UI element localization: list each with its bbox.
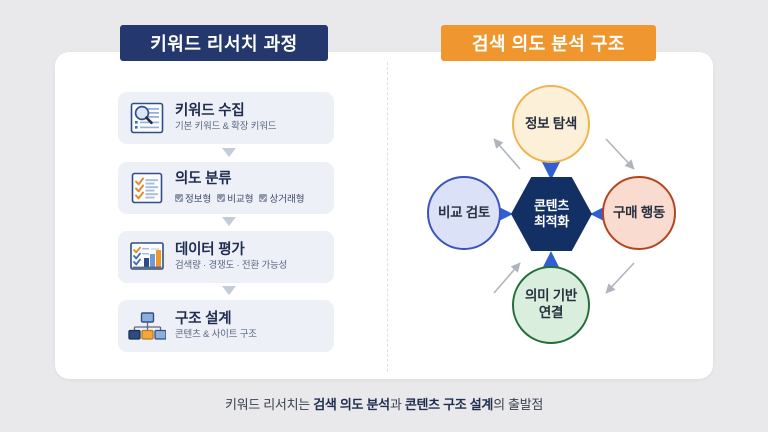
intent-tag-transactional: 상거래형 bbox=[259, 191, 304, 205]
footer-part-2: 과 bbox=[389, 397, 405, 412]
flow-arrow-1 bbox=[222, 148, 236, 157]
flow-step-3-title: 데이터 평가 bbox=[175, 241, 245, 258]
diagram-center-label: 콘텐츠 최적화 bbox=[534, 198, 569, 231]
bar-chart-icon bbox=[127, 238, 167, 276]
center-line-1: 콘텐츠 bbox=[534, 197, 569, 213]
flow-step-2-title: 의도 분류 bbox=[175, 171, 232, 188]
footer-part-3: 의 출발점 bbox=[493, 397, 544, 412]
right-panel-header: 검색 의도 분석 구조 bbox=[441, 25, 656, 61]
intent-tag-informational: 정보형 bbox=[175, 191, 211, 205]
flow-step-1-text: 키워드 수집 기본 키워드 & 확장 키워드 bbox=[175, 103, 276, 134]
diagram-node-semantic-connection: 의미 기반 연결 bbox=[512, 266, 590, 344]
document-search-icon bbox=[127, 99, 167, 137]
left-panel-header: 키워드 리서치 과정 bbox=[120, 25, 328, 61]
right-panel-header-label: 검색 의도 분석 구조 bbox=[472, 34, 625, 54]
sitemap-icon bbox=[127, 307, 167, 345]
diagram-node-semantic-connection-label: 의미 기반 연결 bbox=[525, 288, 577, 322]
flow-step-4-title: 구조 설계 bbox=[175, 310, 232, 327]
footer-part-1: 키워드 리서치는 bbox=[224, 397, 314, 412]
intent-tag-informational-label: 정보형 bbox=[185, 193, 212, 205]
flow-step-3-text: 데이터 평가 검색량 · 경쟁도 · 전환 가능성 bbox=[175, 242, 287, 273]
flow-arrow-3 bbox=[222, 286, 236, 295]
diagram-inward-arrows bbox=[483, 150, 620, 281]
intent-tag-comparative-label: 비교형 bbox=[227, 193, 254, 205]
flow-step-2-text: 의도 분류 정보형 비교형 상거래형 bbox=[175, 171, 304, 205]
flow-step-1: 키워드 수집 기본 키워드 & 확장 키워드 bbox=[118, 92, 334, 144]
diagram-node-purchase-action-label: 구매 행동 bbox=[613, 204, 665, 220]
checkbox-icon bbox=[259, 193, 268, 202]
diagram-node-purchase-action: 구매 행동 bbox=[602, 176, 676, 250]
checkbox-icon bbox=[217, 193, 226, 202]
flow-step-4: 구조 설계 콘텐츠 & 사이트 구조 bbox=[118, 300, 334, 352]
flow-step-3-subtitle: 검색량 · 경쟁도 · 전환 가능성 bbox=[175, 260, 288, 272]
flow-step-4-subtitle: 콘텐츠 & 사이트 구조 bbox=[175, 329, 257, 341]
checkbox-icon bbox=[175, 193, 183, 202]
intent-tag-comparative: 비교형 bbox=[217, 191, 253, 205]
checklist-icon bbox=[127, 169, 167, 207]
diagram-node-comparison-review-label: 비교 검토 bbox=[438, 204, 490, 220]
flow-arrow-2 bbox=[222, 217, 236, 226]
intent-tag-row: 정보형 비교형 상거래형 bbox=[175, 191, 304, 205]
semantic-line-1: 의미 기반 bbox=[525, 288, 577, 304]
footer-bold-2: 콘텐츠 구조 설계 bbox=[404, 397, 494, 412]
flow-step-3: 데이터 평가 검색량 · 경쟁도 · 전환 가능성 bbox=[118, 231, 334, 283]
center-line-2: 최적화 bbox=[534, 214, 569, 229]
diagram-node-information-search: 정보 탐색 bbox=[512, 85, 590, 163]
panel-divider bbox=[387, 62, 388, 372]
flow-step-1-title: 키워드 수집 bbox=[175, 102, 245, 119]
semantic-line-2: 연결 bbox=[538, 305, 564, 320]
flow-step-1-subtitle: 기본 키워드 & 확장 키워드 bbox=[175, 121, 277, 133]
diagram-connectors bbox=[493, 138, 635, 294]
left-panel-header-label: 키워드 리서치 과정 bbox=[150, 34, 298, 54]
flow-step-2: 의도 분류 정보형 비교형 상거래형 bbox=[118, 162, 334, 214]
footer-caption: 키워드 리서치는 검색 의도 분석과 콘텐츠 구조 설계의 출발점 bbox=[0, 394, 768, 413]
intent-tag-transactional-label: 상거래형 bbox=[269, 193, 305, 205]
diagram-node-information-search-label: 정보 탐색 bbox=[525, 115, 577, 131]
flow-step-4-text: 구조 설계 콘텐츠 & 사이트 구조 bbox=[175, 311, 257, 342]
footer-bold-1: 검색 의도 분석 bbox=[313, 397, 390, 412]
diagram-node-comparison-review: 비교 검토 bbox=[427, 176, 501, 250]
